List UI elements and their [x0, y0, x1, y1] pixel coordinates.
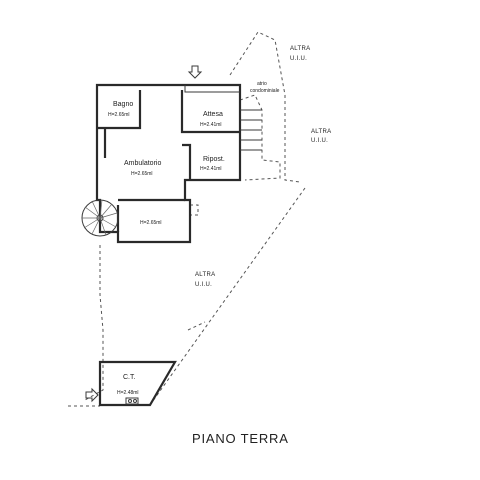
floor-title: PIANO TERRA [192, 431, 289, 446]
altra-uiu-right-line1: ALTRA [311, 129, 331, 135]
room-height-corridoio: H=2.65ml [140, 220, 162, 226]
room-name-ambulatorio: Ambulatorio [124, 160, 161, 167]
room-height-ripost: H=2.41ml [200, 166, 222, 172]
spiral-stair [81, 199, 119, 237]
altra-uiu-center-line2: U.I.U. [195, 282, 212, 288]
room-name-bagno: Bagno [113, 101, 133, 108]
room-height-ct: H=2.48ml [117, 390, 139, 396]
room-height-bagno: H=2.65ml [108, 112, 130, 118]
atrio-label-line2: condominiale [250, 88, 280, 94]
room-name-attesa: Attesa [203, 111, 223, 118]
room-height-ambulatorio: H=2.65ml [131, 171, 153, 177]
atrio-label-line1: atrio [257, 81, 267, 87]
altra-uiu-top-line2: U.I.U. [290, 56, 307, 62]
altra-uiu-right-line2: U.I.U. [311, 138, 328, 144]
entry-arrow-bottom [85, 387, 99, 403]
altra-uiu-top-line1: ALTRA [290, 46, 310, 52]
room-name-ct: C.T. [123, 374, 136, 381]
entry-arrow-top [187, 65, 203, 79]
room-name-ripost: Ripost. [203, 156, 225, 163]
altra-uiu-center-line1: ALTRA [195, 272, 215, 278]
room-height-attesa: H=2.41ml [200, 122, 222, 128]
ct-room [98, 360, 177, 407]
main-walls [95, 83, 262, 244]
